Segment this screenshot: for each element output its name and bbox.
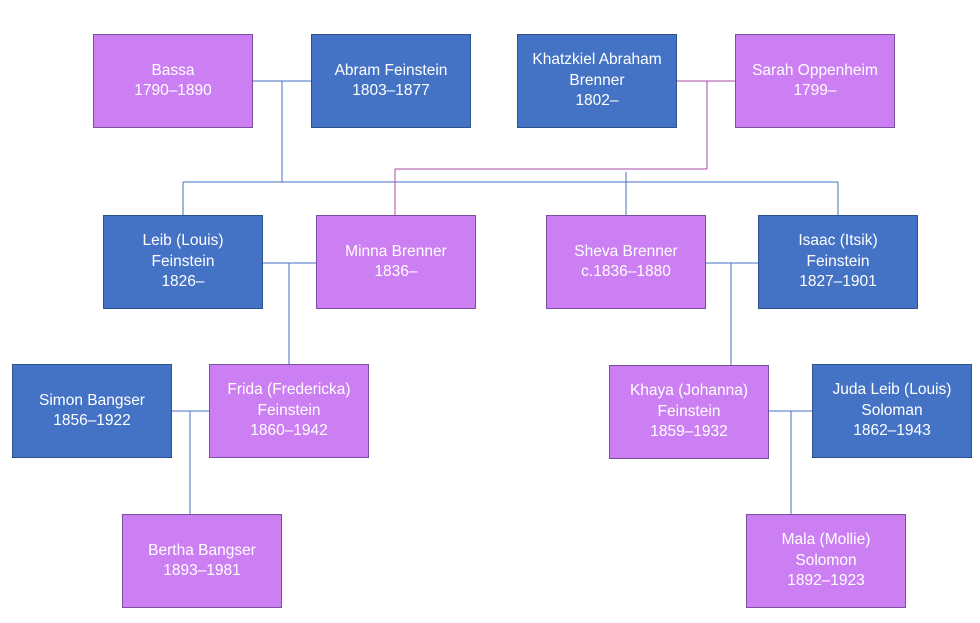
person-juda-soloman-dates: 1862–1943 [853,422,931,440]
person-sheva-brenner: Sheva Brenner c.1836–1880 [546,215,706,309]
person-simon-bangser-dates: 1856–1922 [53,412,131,429]
person-khaya-feinstein-dates: 1859–1932 [650,423,728,441]
person-sarah-oppenheim: Sarah Oppenheim 1799– [735,34,895,128]
person-isaac-feinstein-dates: 1827–1901 [799,273,877,291]
person-bassa: Bassa 1790–1890 [93,34,253,128]
person-minna-brenner-name: Minna Brenner [345,242,447,260]
person-bassa-name: Bassa [151,61,195,79]
person-leib-feinstein-name-line1: Leib (Louis) [142,232,224,250]
person-sheva-brenner-name: Sheva Brenner [574,242,678,260]
person-sarah-oppenheim-name: Sarah Oppenheim [752,61,878,79]
person-bertha-bangser-name: Bertha Bangser [148,541,256,559]
person-khatzkiel-brenner-name-line2: Brenner [569,71,625,89]
person-abram-feinstein-name: Abram Feinstein [334,61,448,79]
person-frida-feinstein: Frida (Fredericka) Feinstein 1860–1942 [209,364,369,458]
person-khatzkiel-brenner-name-line1: Khatzkiel Abraham [532,51,662,69]
person-mala-solomon-name-line2: Solomon [795,551,857,569]
person-leib-feinstein-name-line2: Feinstein [151,252,215,270]
person-mala-solomon-name-line1: Mala (Mollie) [781,531,871,549]
person-frida-feinstein-dates: 1860–1942 [250,422,328,440]
person-simon-bangser-name: Simon Bangser [39,391,145,409]
person-abram-feinstein-dates: 1803–1877 [352,82,430,99]
person-khaya-feinstein-name-line2: Feinstein [657,402,721,420]
person-frida-feinstein-name-line1: Frida (Fredericka) [227,381,351,399]
person-frida-feinstein-name-line2: Feinstein [257,401,321,419]
person-juda-soloman-name-line1: Juda Leib (Louis) [832,381,952,399]
person-minna-brenner-dates: 1836– [374,263,418,280]
person-isaac-feinstein-name-line1: Isaac (Itsik) [798,232,878,250]
person-bertha-bangser-dates: 1893–1981 [163,562,241,579]
person-minna-brenner: Minna Brenner 1836– [316,215,476,309]
person-leib-feinstein-dates: 1826– [161,273,205,291]
person-sarah-oppenheim-dates: 1799– [793,82,837,99]
person-abram-feinstein: Abram Feinstein 1803–1877 [311,34,471,128]
person-simon-bangser: Simon Bangser 1856–1922 [12,364,172,458]
person-khaya-feinstein: Khaya (Johanna) Feinstein 1859–1932 [609,365,769,459]
person-juda-soloman: Juda Leib (Louis) Soloman 1862–1943 [812,364,972,458]
person-mala-solomon: Mala (Mollie) Solomon 1892–1923 [746,514,906,608]
person-bertha-bangser: Bertha Bangser 1893–1981 [122,514,282,608]
person-isaac-feinstein: Isaac (Itsik) Feinstein 1827–1901 [758,215,918,309]
person-leib-feinstein: Leib (Louis) Feinstein 1826– [103,215,263,309]
person-isaac-feinstein-name-line2: Feinstein [806,252,870,270]
person-juda-soloman-name-line2: Soloman [861,401,923,419]
person-khatzkiel-brenner: Khatzkiel Abraham Brenner 1802– [517,34,677,128]
person-sheva-brenner-dates: c.1836–1880 [581,263,671,280]
person-bassa-dates: 1790–1890 [134,82,212,99]
person-mala-solomon-dates: 1892–1923 [787,572,865,590]
person-khatzkiel-brenner-dates: 1802– [575,92,619,110]
person-khaya-feinstein-name-line1: Khaya (Johanna) [629,382,749,400]
